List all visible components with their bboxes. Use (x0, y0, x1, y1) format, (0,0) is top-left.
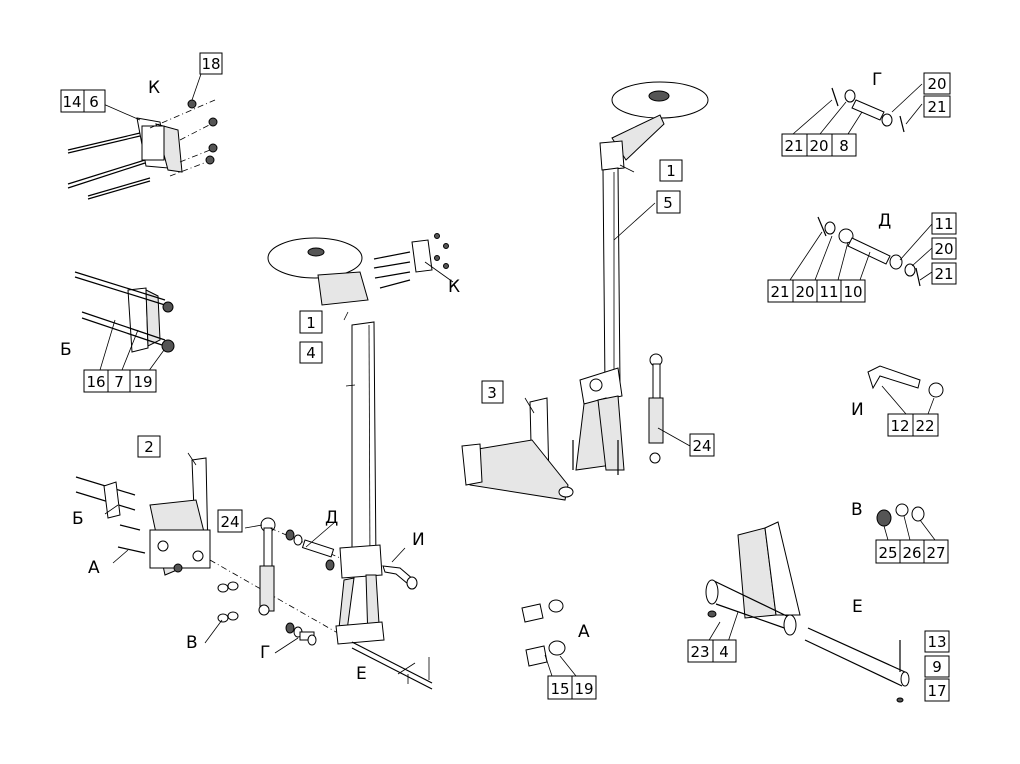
callout-20-d: 20 (934, 240, 953, 258)
callout-21-g-lower: 21 (784, 137, 803, 155)
cylinder-24-left (244, 517, 418, 654)
detail-v-fittings (876, 503, 936, 541)
view-label-d-main: Д (325, 508, 338, 528)
view-label-k-detail: К (148, 78, 160, 98)
callout-2: 2 (144, 438, 154, 456)
callout-6: 6 (89, 93, 99, 111)
callout-4-column: 4 (306, 344, 316, 362)
column-5-with-disc (572, 81, 709, 475)
callout-3: 3 (487, 384, 497, 402)
callout-19-a: 19 (574, 680, 593, 698)
callout-14: 14 (62, 93, 81, 111)
callout-24-left: 24 (220, 513, 239, 531)
column-4-with-disc (267, 233, 454, 690)
view-label-v-detail: В (851, 500, 863, 520)
callout-20-g: 20 (927, 75, 946, 93)
view-label-i-main: И (412, 530, 425, 550)
callout-12: 12 (890, 417, 909, 435)
view-label-g-detail: Г (872, 70, 882, 90)
callout-11-d: 11 (934, 215, 953, 233)
callout-23: 23 (690, 643, 709, 661)
callout-1-left: 1 (306, 314, 316, 332)
callout-21-g: 21 (927, 98, 946, 116)
detail-e-axle (705, 521, 910, 703)
view-label-k-main: К (448, 277, 460, 297)
callout-16: 16 (86, 373, 105, 391)
view-label-b-main: Б (72, 509, 84, 529)
callout-9: 9 (932, 658, 942, 676)
callout-11-d-lower: 11 (819, 283, 838, 301)
detail-i-pin (867, 365, 944, 415)
cylinder-24-right (648, 353, 691, 464)
callout-13: 13 (927, 633, 946, 651)
view-label-g-main: Г (260, 643, 270, 663)
view-label-e-main: Е (356, 664, 367, 684)
detail-k-bracket (67, 73, 218, 200)
detail-d-pin (789, 216, 933, 287)
view-label-i-detail: И (851, 400, 864, 420)
frame-3 (461, 397, 574, 501)
callout-15: 15 (550, 680, 569, 698)
callout-8: 8 (839, 137, 849, 155)
callout-21-d-lower: 21 (770, 283, 789, 301)
view-label-a-main: А (88, 558, 100, 578)
callout-18: 18 (201, 55, 220, 73)
callout-27: 27 (926, 544, 945, 562)
callout-21-d: 21 (934, 265, 953, 283)
callout-10: 10 (843, 283, 862, 301)
callout-20-d-lower: 20 (795, 283, 814, 301)
view-label-a-detail: А (578, 622, 590, 642)
callout-24-right: 24 (692, 437, 711, 455)
callout-20-g-lower: 20 (809, 137, 828, 155)
view-label-d-detail: Д (878, 211, 891, 231)
detail-g-pin (792, 83, 923, 135)
frame-2-assembly (75, 452, 351, 644)
callout-17: 17 (927, 682, 946, 700)
detail-a-fasteners (521, 599, 577, 677)
callout-22: 22 (915, 417, 934, 435)
callout-5: 5 (663, 194, 673, 212)
detail-b-bracket (74, 271, 175, 373)
callout-19: 19 (133, 373, 152, 391)
view-label-e-detail: Е (852, 597, 863, 617)
view-label-b-detail: Б (60, 340, 72, 360)
callout-26: 26 (902, 544, 921, 562)
callout-7: 7 (114, 373, 124, 391)
callout-4-axle: 4 (719, 643, 729, 661)
callout-1-right: 1 (666, 162, 676, 180)
callout-boxes: 14 6 18 16 7 19 2 24 1 4 1 5 3 24 15 19 … (60, 52, 957, 702)
view-letters: К К Б Б А А В В Г Г Д Д Е Е И И (60, 70, 891, 684)
view-label-v-main: В (186, 633, 198, 653)
callout-25: 25 (878, 544, 897, 562)
